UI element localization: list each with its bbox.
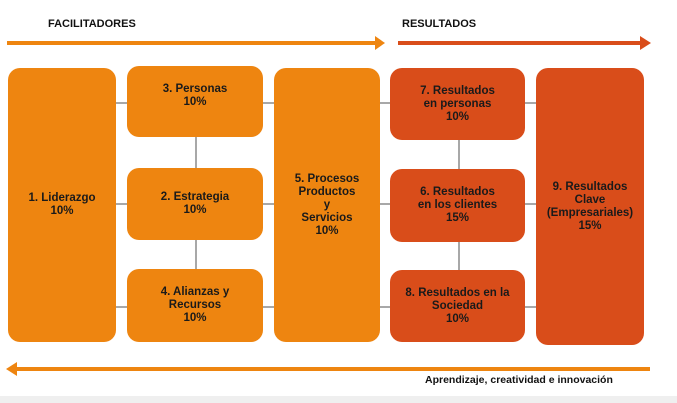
box-title: Clave — [574, 193, 606, 206]
box-title: (Empresariales) — [546, 206, 634, 219]
box-percentage: 10% — [445, 110, 470, 123]
box-title: 5. Procesos — [294, 172, 360, 185]
facilitadores-label: FACILITADORES — [48, 18, 136, 30]
facilitadores-arrowhead-icon — [375, 36, 385, 50]
bottom-bar — [0, 396, 677, 403]
aprendizaje-arrowhead-icon — [6, 362, 17, 376]
box-title: Productos — [298, 185, 356, 198]
box-title: 2. Estrategia — [160, 191, 230, 203]
box-title: 8. Resultados en la — [405, 286, 510, 299]
box-percentage: 10% — [445, 312, 470, 325]
box-title: 9. Resultados — [552, 180, 628, 193]
resultados-arrowhead-icon — [640, 36, 651, 50]
box-percentage: 15% — [578, 219, 602, 232]
box-title: 3. Personas — [162, 82, 228, 95]
aprendizaje-arrow — [16, 367, 650, 371]
box-title: 4. Alianzas y — [160, 286, 230, 298]
resultados-arrow — [398, 41, 641, 45]
box-title: y — [323, 198, 331, 211]
box-percentage: 10% — [183, 204, 207, 216]
box-title: 7. Resultados — [420, 84, 495, 97]
aprendizaje-label: Aprendizaje, creatividad e innovación — [425, 374, 613, 386]
box-title: Sociedad — [431, 299, 484, 312]
box-percentage: 10% — [183, 95, 207, 108]
resultados-label: RESULTADOS — [402, 18, 477, 30]
box-title: en los clientes — [417, 199, 498, 211]
box-title: 6. Resultados — [420, 186, 495, 198]
box-title: Servicios — [301, 211, 353, 224]
facilitadores-arrow — [7, 41, 377, 45]
box-title: 1. Liderazgo — [28, 192, 96, 204]
box-percentage: 10% — [50, 205, 74, 217]
box-percentage: 15% — [445, 212, 469, 224]
box-percentage: 10% — [183, 312, 207, 324]
box-title: Recursos — [168, 299, 222, 311]
box-title: en personas — [423, 97, 492, 110]
box-percentage: 10% — [315, 224, 339, 237]
